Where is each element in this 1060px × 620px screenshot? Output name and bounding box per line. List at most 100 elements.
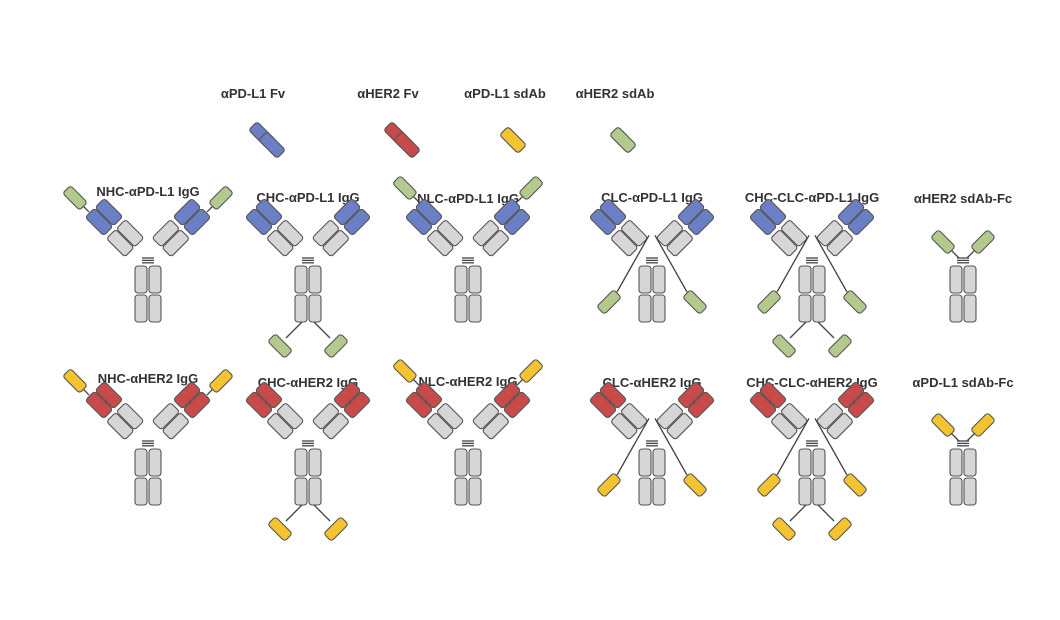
sdab-fusion-right [209, 369, 233, 393]
fab-constant-domain-right [666, 230, 693, 257]
fv-domain-left [749, 208, 777, 236]
fv-domain-right [847, 391, 875, 419]
fv-domain-left [85, 391, 113, 419]
sdab-fusion-right [519, 359, 543, 383]
construct-label: CLC-αPD-L1 IgG [601, 190, 703, 205]
fv-domain-right [687, 208, 715, 236]
fab-constant-domain-right [322, 413, 349, 440]
sdab-fusion-fc-left [268, 334, 292, 358]
fab-constant-domain-left [427, 230, 454, 257]
fc-domain [652, 448, 666, 477]
fv-domain-left [589, 208, 617, 236]
construct: CLC-αHER2 IgG [589, 375, 715, 506]
sdab-fusion-lc-right [683, 473, 707, 497]
fc-domain [798, 294, 812, 323]
fv-domain-left [405, 391, 433, 419]
construct: CHC-CLC-αHER2 IgG [746, 375, 878, 541]
fab-constant-domain-left [771, 230, 798, 257]
construct: αPD-L1 sdAb-Fc [912, 375, 1014, 506]
fab-constant-domain-left [427, 413, 454, 440]
fc-domain [308, 477, 322, 506]
fc-domain [308, 265, 322, 294]
linker [616, 235, 650, 293]
fab-constant-domain-left [117, 220, 144, 247]
fc-domain [798, 477, 812, 506]
sdab-domain-right [971, 413, 995, 437]
fab-constant-domain-right [656, 403, 683, 430]
fc-domain [963, 477, 977, 506]
fc-domain [148, 448, 162, 477]
linker [814, 235, 848, 293]
sdab-fusion-fc-right [324, 334, 348, 358]
sdab-fusion-right [519, 176, 543, 200]
fv-domain-right [173, 198, 201, 226]
sdab-fusion-fc-left [772, 334, 796, 358]
linker [654, 235, 688, 293]
fab-constant-domain-left [107, 413, 134, 440]
construct-label: NHC-αHER2 IgG [98, 371, 198, 386]
linker [776, 235, 810, 293]
construct-label: αPD-L1 sdAb-Fc [912, 375, 1013, 390]
fv-domain-left [415, 198, 443, 226]
fc-domain [949, 265, 963, 294]
fv-domain-left [95, 381, 123, 409]
construct: NHC-αHER2 IgG [63, 369, 233, 506]
fab-constant-domain-left [611, 230, 638, 257]
fv-domain-right [677, 198, 705, 226]
linker [789, 321, 807, 339]
fab-constant-domain-left [771, 413, 798, 440]
sdab-fusion-right [209, 186, 233, 210]
fv-domain-left [759, 198, 787, 226]
sdab-fusion-left [393, 176, 417, 200]
linker [817, 504, 835, 522]
construct: αHER2 sdAb-Fc [914, 191, 1012, 323]
fv-domain-right [183, 391, 211, 419]
fv-domain-right [343, 391, 371, 419]
construct: CHC-αHER2 IgG [245, 375, 371, 541]
fab-constant-domain-left [277, 403, 304, 430]
fc-domain [652, 265, 666, 294]
linker [616, 418, 650, 476]
construct-label: NHC-αPD-L1 IgG [96, 184, 199, 199]
construct: NLC-αPD-L1 IgG [393, 176, 543, 323]
sdab-domain-right [971, 230, 995, 254]
legend-fv-swatch [394, 132, 420, 158]
construct-label: CHC-αPD-L1 IgG [256, 190, 359, 205]
linker [285, 321, 303, 339]
fc-domain [134, 448, 148, 477]
fv-domain-right [503, 208, 531, 236]
fab-constant-domain-left [781, 220, 808, 247]
fv-domain-right [687, 391, 715, 419]
fc-domain [812, 265, 826, 294]
fc-domain [638, 265, 652, 294]
fv-domain-left [245, 208, 273, 236]
fc-domain [294, 448, 308, 477]
sdab-fusion-fc-right [828, 334, 852, 358]
linker [789, 504, 807, 522]
fab-constant-domain-left [277, 220, 304, 247]
fc-domain [812, 477, 826, 506]
fv-domain-right [183, 208, 211, 236]
construct-label: NLC-αPD-L1 IgG [417, 191, 519, 206]
linker [654, 418, 688, 476]
fc-domain [134, 477, 148, 506]
sdab-fusion-left [393, 359, 417, 383]
construct: NLC-αHER2 IgG [393, 359, 543, 506]
fc-domain [949, 294, 963, 323]
fab-constant-domain-right [472, 220, 499, 247]
fc-domain [148, 477, 162, 506]
construct-label: CHC-CLC-αPD-L1 IgG [745, 190, 879, 205]
fv-domain-left [415, 381, 443, 409]
sdab-fusion-lc-left [757, 473, 781, 497]
linker [313, 321, 331, 339]
fc-domain [652, 294, 666, 323]
fc-domain [638, 448, 652, 477]
fv-domain-left [85, 208, 113, 236]
fc-domain [148, 294, 162, 323]
fab-constant-domain-right [312, 220, 339, 247]
fab-constant-domain-right [162, 413, 189, 440]
linker [966, 249, 976, 259]
fab-constant-domain-right [666, 413, 693, 440]
fc-domain [454, 294, 468, 323]
linker [313, 504, 331, 522]
